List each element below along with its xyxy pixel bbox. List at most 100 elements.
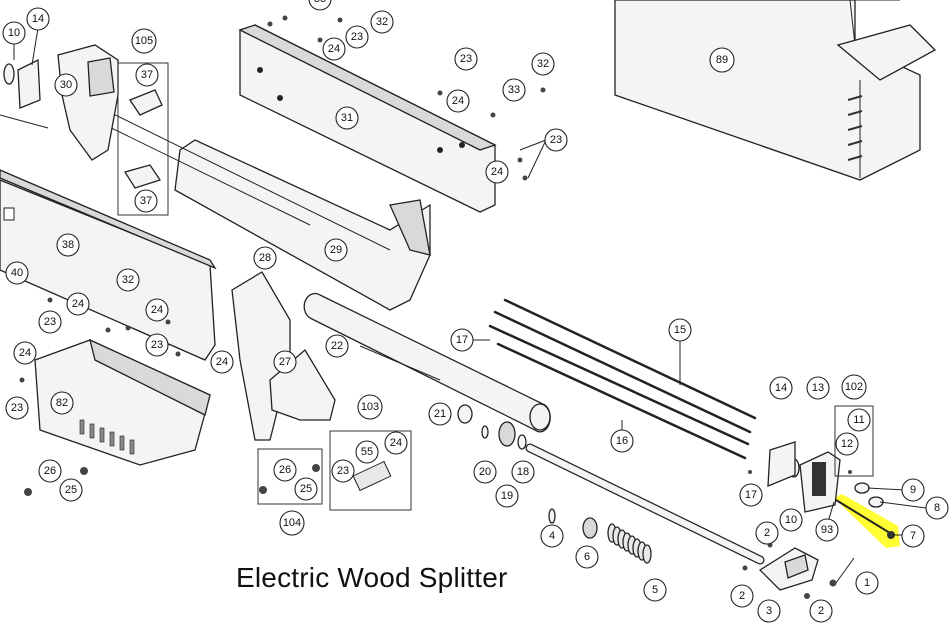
callout-22: 22: [325, 334, 349, 358]
callout-26: 26: [273, 458, 297, 482]
callout-24: 24: [13, 341, 37, 365]
svg-text:32: 32: [122, 274, 134, 286]
part-93-highlight: [834, 494, 900, 548]
callout-23: 23: [331, 459, 355, 483]
svg-text:105: 105: [135, 35, 153, 47]
callout-10: 10: [779, 508, 803, 532]
svg-text:103: 103: [361, 401, 379, 413]
callout-37: 37: [135, 63, 159, 87]
nut-7: [887, 531, 895, 539]
callout-2: 2: [755, 521, 779, 545]
svg-text:1: 1: [864, 577, 870, 589]
callout-17: 17: [450, 328, 474, 352]
svg-text:21: 21: [434, 408, 446, 420]
svg-text:12: 12: [841, 438, 853, 450]
svg-text:33: 33: [508, 84, 520, 96]
callout-25: 25: [294, 477, 318, 501]
svg-text:25: 25: [300, 483, 312, 495]
svg-text:14: 14: [32, 13, 44, 25]
callout-104: 104: [279, 510, 305, 536]
callout-6: 6: [575, 545, 599, 569]
frame-rail-31: [238, 24, 497, 213]
callout-23: 23: [345, 25, 369, 49]
svg-text:10: 10: [785, 514, 797, 526]
svg-text:2: 2: [764, 527, 770, 539]
svg-text:32: 32: [376, 16, 388, 28]
callout-23: 23: [544, 128, 568, 152]
end-cap-30: [0, 44, 119, 161]
callout-11: 11: [847, 408, 871, 432]
valve-block-13: [799, 451, 841, 513]
svg-text:17: 17: [745, 489, 757, 501]
svg-text:24: 24: [72, 298, 84, 310]
svg-text:19: 19: [501, 490, 513, 502]
callout-32: 32: [370, 10, 394, 34]
callout-89: 89: [709, 47, 735, 73]
svg-text:24: 24: [491, 166, 503, 178]
svg-text:10: 10: [8, 27, 20, 39]
svg-text:5: 5: [652, 584, 658, 596]
svg-text:89: 89: [716, 54, 728, 66]
callout-27: 27: [273, 350, 297, 374]
callout-23: 23: [38, 310, 62, 334]
svg-text:26: 26: [279, 464, 291, 476]
callout-82: 82: [50, 391, 74, 415]
callout-24: 24: [145, 298, 169, 322]
callout-37: 37: [134, 189, 158, 213]
svg-text:29: 29: [330, 244, 342, 256]
valve-55: [352, 460, 392, 492]
svg-text:31: 31: [341, 112, 353, 124]
svg-text:3: 3: [766, 605, 772, 617]
svg-text:23: 23: [11, 402, 23, 414]
diagram-caption: Electric Wood Splitter: [236, 562, 508, 593]
svg-text:102: 102: [845, 381, 863, 393]
callout-16: 16: [610, 429, 634, 453]
leader-lines: [13, 27, 927, 584]
callout-33: 33: [308, 0, 332, 11]
gasket-14b: [767, 441, 796, 487]
callout-24: 24: [485, 160, 509, 184]
svg-text:37: 37: [141, 69, 153, 81]
kit-105-parts: [123, 89, 163, 189]
svg-text:24: 24: [151, 304, 163, 316]
svg-text:24: 24: [390, 437, 402, 449]
carton-89: [614, 0, 937, 181]
callout-103: 103: [357, 394, 383, 420]
callout-23: 23: [454, 47, 478, 71]
svg-text:55: 55: [361, 446, 373, 458]
svg-text:15: 15: [674, 324, 686, 336]
callout-38: 38: [56, 233, 80, 257]
svg-text:17: 17: [456, 334, 468, 346]
callout-5: 5: [643, 578, 667, 602]
spring-5: [607, 523, 652, 564]
callout-30: 30: [54, 73, 78, 97]
svg-text:14: 14: [775, 382, 787, 394]
svg-text:24: 24: [328, 43, 340, 55]
callout-23: 23: [145, 333, 169, 357]
svg-text:9: 9: [910, 484, 916, 496]
callout-15: 15: [668, 318, 692, 342]
svg-text:24: 24: [19, 347, 31, 359]
piston-rod: [525, 443, 765, 565]
callout-23: 23: [5, 396, 29, 420]
svg-text:2: 2: [739, 590, 745, 602]
callout-40: 40: [5, 261, 29, 285]
svg-text:24: 24: [216, 356, 228, 368]
callout-25: 25: [59, 478, 83, 502]
svg-text:38: 38: [62, 239, 74, 251]
callout-2: 2: [730, 584, 754, 608]
callout-55: 55: [355, 440, 379, 464]
callout-31: 31: [335, 106, 359, 130]
svg-text:33: 33: [314, 0, 326, 5]
callout-33: 33: [502, 78, 526, 102]
callout-7: 7: [901, 524, 925, 548]
svg-text:22: 22: [331, 340, 343, 352]
svg-text:37: 37: [140, 195, 152, 207]
svg-text:28: 28: [259, 252, 271, 264]
svg-text:27: 27: [279, 356, 291, 368]
svg-text:16: 16: [616, 435, 628, 447]
svg-text:82: 82: [56, 397, 68, 409]
cylinder-22: [303, 292, 551, 433]
callout-24: 24: [66, 292, 90, 316]
